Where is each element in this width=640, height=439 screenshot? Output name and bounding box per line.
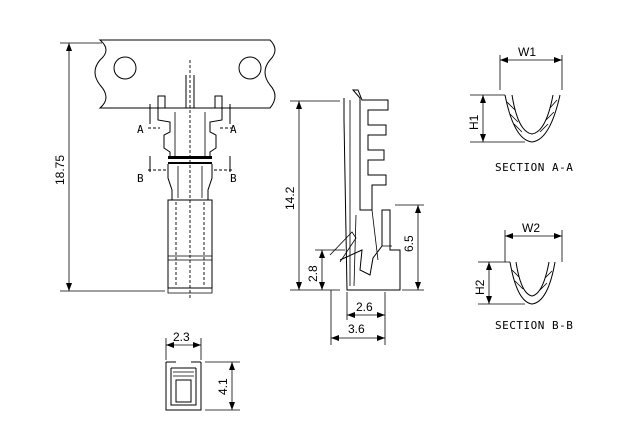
section-mark-a-right: A — [230, 123, 237, 136]
dim-side-mid: 6.5 — [402, 235, 416, 252]
carrier-strip — [94, 39, 276, 109]
section-bb: W2 H2 SECTION B-B — [473, 221, 573, 332]
top-view: A A B B 18.75 — [53, 39, 276, 300]
end-profile — [165, 361, 202, 411]
section-mark-b-right: B — [230, 172, 237, 185]
dim-side-width-inner: 2.6 — [356, 300, 373, 314]
label-h2: H2 — [473, 279, 487, 295]
section-aa-profile — [504, 94, 561, 143]
insulation-grip — [157, 95, 223, 158]
dim-overall-length: 18.75 — [53, 155, 67, 185]
section-mark-b-left: B — [137, 172, 144, 185]
dim-side-height: 14.2 — [283, 186, 297, 210]
dim-side-low: 2.8 — [306, 265, 320, 282]
end-view: 2.3 4.1 — [165, 330, 240, 411]
pilot-hole-right — [238, 56, 262, 80]
section-bb-title: SECTION B-B — [495, 319, 573, 332]
label-h1: H1 — [467, 114, 481, 130]
dim-side-width-outer: 3.6 — [348, 322, 365, 336]
section-aa-title: SECTION A-A — [495, 161, 573, 174]
dim-end-width: 2.3 — [173, 330, 190, 344]
label-w2: W2 — [522, 221, 540, 235]
side-profile — [339, 89, 401, 291]
dim-end-height: 4.1 — [216, 378, 230, 395]
section-mark-a-left: A — [137, 123, 144, 136]
contact-body — [167, 199, 213, 289]
pilot-hole-left — [113, 56, 137, 80]
side-view: 14.2 2.8 6.5 2.6 3.6 — [283, 89, 424, 345]
wire-grip — [167, 164, 213, 200]
label-w1: W1 — [518, 45, 536, 59]
section-aa: W1 H1 SECTION A-A — [467, 45, 573, 174]
